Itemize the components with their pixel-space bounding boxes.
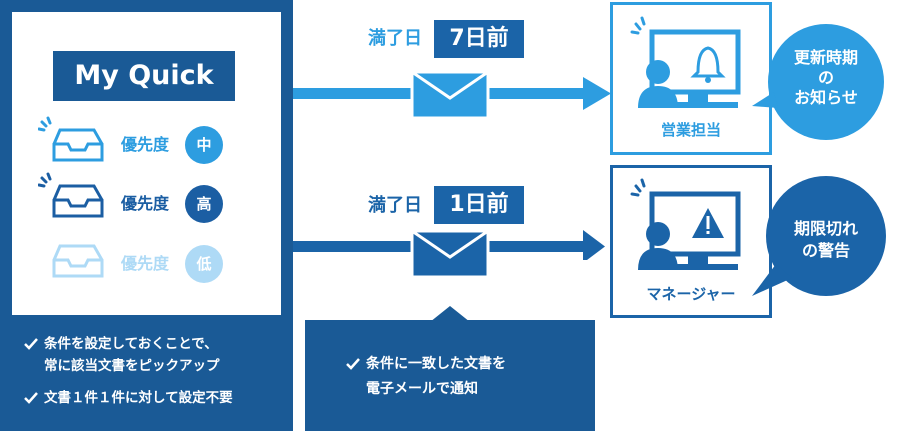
monitor-bell-icon <box>630 16 741 108</box>
priority-badge-low: 低 <box>185 245 223 283</box>
mail-icon <box>410 70 490 120</box>
note-1-line-1: 条件を設定しておくことで、 <box>44 336 218 352</box>
deadline-label-top: 満了日 <box>368 28 422 49</box>
note-2-line-1: 文書１件１件に対して設定不要 <box>44 390 233 406</box>
checkmark-icon <box>24 392 38 404</box>
priority-label-mid: 優先度 <box>121 135 170 154</box>
deadline-value-bottom: 1日前 <box>434 186 524 224</box>
bubble-top-line-1: 更新時期 <box>793 48 858 67</box>
role-box-manager <box>610 165 772 318</box>
notification-note-panel <box>305 320 595 431</box>
callout-pointer <box>430 306 470 322</box>
inbox-icon <box>38 116 104 162</box>
bubble-top-line-2: の <box>817 68 834 87</box>
priority-label-low: 優先度 <box>121 254 170 273</box>
role-label-sales: 営業担当 <box>660 121 721 139</box>
note-1-line-2: 常に該当文書をピックアップ <box>44 358 220 374</box>
priority-badge-high: 高 <box>185 185 223 223</box>
bubble-bottom-line-1: 期限切れ <box>793 219 858 238</box>
inbox-icon <box>52 244 104 278</box>
priority-badge-mid: 中 <box>185 126 223 164</box>
inbox-icon <box>38 172 104 218</box>
speech-bubble-top <box>752 24 884 140</box>
notify-line-1: 条件に一致した文書を <box>366 356 506 372</box>
role-label-manager: マネージャー <box>646 285 736 303</box>
notify-line-2: 電子メールで通知 <box>366 381 478 397</box>
checkmark-icon <box>24 338 38 350</box>
arrow-bottom-head <box>583 230 605 260</box>
deadline-value-top: 7日前 <box>434 20 524 58</box>
checkmark-icon <box>346 358 360 370</box>
mail-icon <box>410 229 490 279</box>
myquick-title: My Quick <box>53 51 235 101</box>
bubble-top-line-3: お知らせ <box>794 88 858 107</box>
bubble-bottom-line-2: の警告 <box>801 241 850 260</box>
arrow-top-head <box>583 77 611 110</box>
deadline-label-bottom: 満了日 <box>368 195 422 216</box>
speech-bubble-bottom <box>752 176 886 296</box>
priority-label-high: 優先度 <box>121 194 170 213</box>
monitor-warning-icon <box>630 178 741 270</box>
